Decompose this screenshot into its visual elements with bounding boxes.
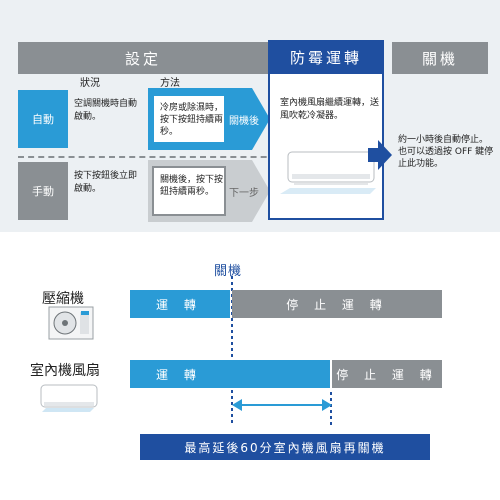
indoor-unit-icon [40,384,98,412]
auto-mode-label: 自動 [18,90,68,148]
compressor-running-bar: 運 轉 [130,290,230,318]
auto-arrow-label: 關機後 [229,116,259,127]
manual-method-box: 關機後，按下按鈕持續兩秒。 [152,166,226,216]
status-column-label: 狀況 [80,78,100,89]
compressor-label: 壓縮機 [42,291,84,307]
anti-mold-description: 室內機風扇繼續運轉，送風吹乾冷凝器。 [280,98,380,121]
method-column-label: 方法 [160,78,180,89]
manual-arrow-label: 下一步 [229,188,259,199]
off-header: 關機 [392,42,488,74]
indoor-fan-stop-bar: 停 止 運 轉 [332,360,442,388]
off-marker-label: 關機 [214,264,243,279]
shutdown-note: 約一小時後自動停止。也可以透過按 OFF 鍵停止此功能。 [398,135,494,169]
settings-header: 設定 [18,42,268,74]
right-arrow-icon [368,140,392,170]
auto-method-box: 冷房或除濕時，按下按鈕持續兩秒。 [152,94,226,144]
outdoor-unit-icon [48,306,94,340]
divider-line [18,156,388,158]
manual-status-text: 按下按鈕後立即啟動。 [74,171,138,194]
indoor-fan-running-bar: 運 轉 [130,360,330,388]
auto-status-text: 空調關機時自動啟動。 [74,99,138,122]
compressor-stop-bar: 停 止 運 轉 [232,290,442,318]
manual-mode-label: 手動 [18,162,68,220]
air-conditioner-icon [280,151,376,194]
double-arrow-icon [232,399,332,411]
anti-mold-header: 防霉運轉 [268,40,384,74]
indoor-fan-label: 室內機風扇 [30,363,100,379]
delay-note-banner: 最高延後60分室內機風扇再關機 [140,434,430,460]
